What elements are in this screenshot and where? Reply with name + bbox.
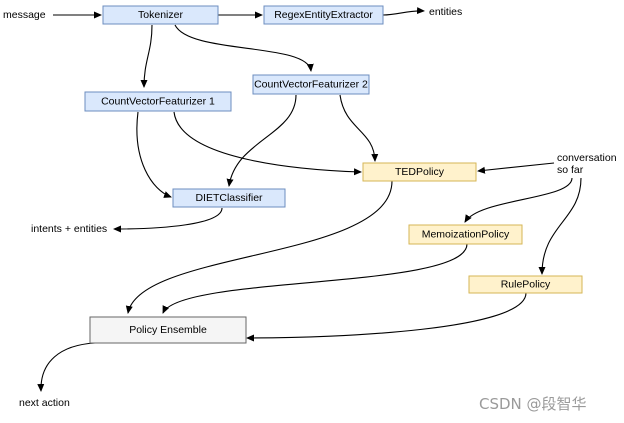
count-vector-featurizer-1-label: CountVectorFeaturizer 1 <box>101 96 215 108</box>
edge-conversation-to-rule <box>538 177 582 275</box>
policy-ensemble-node: Policy Ensemble <box>89 316 247 344</box>
memoization-policy-label: MemoizationPolicy <box>422 229 510 241</box>
count-vector-featurizer-2-label: CountVectorFeaturizer 2 <box>254 79 368 91</box>
csdn-watermark: CSDN @段智华 <box>479 395 587 413</box>
diet-classifier-node: DIETClassifier <box>172 188 286 208</box>
edge-tokenizer-to-cvf1 <box>140 24 153 88</box>
edge-cvf1-to-diet <box>136 111 172 198</box>
edge-memoization-to-ensemble <box>162 243 468 314</box>
tokenizer-label: Tokenizer <box>138 9 183 21</box>
edge-conversation-to-memoization <box>464 177 573 223</box>
memoization-policy-node: MemoizationPolicy <box>408 224 523 245</box>
edge-cvf1-to-ted <box>173 111 362 176</box>
edges <box>37 7 582 392</box>
entities-label: entities <box>429 6 462 18</box>
policy-ensemble-label: Policy Ensemble <box>129 324 207 336</box>
edge-ted-to-ensemble <box>125 180 393 314</box>
ted-policy-node: TEDPolicy <box>362 162 477 182</box>
regex-entity-extractor-node: RegexEntityExtractor <box>263 5 384 25</box>
edge-ensemble-to-next-action <box>37 342 96 392</box>
edge-conversation-to-ted <box>477 162 555 174</box>
message-label: message <box>3 9 46 21</box>
ted-policy-label: TEDPolicy <box>395 166 445 178</box>
count-vector-featurizer-1-node: CountVectorFeaturizer 1 <box>84 91 232 112</box>
edge-rule-to-ensemble <box>246 292 527 342</box>
next-action-label: next action <box>19 397 70 409</box>
tokenizer-node: Tokenizer <box>102 5 219 25</box>
intents-entities-label: intents + entities <box>31 223 107 235</box>
regex-entity-extractor-label: RegexEntityExtractor <box>274 9 373 21</box>
edge-regex-to-entities <box>382 7 425 16</box>
rule-policy-label: RulePolicy <box>501 279 551 291</box>
count-vector-featurizer-2-node: CountVectorFeaturizer 2 <box>252 74 370 95</box>
edge-cvf2-to-ted <box>339 94 379 162</box>
edge-diet-to-intents <box>113 207 223 233</box>
edge-tokenizer-to-cvf2 <box>174 24 314 72</box>
diet-classifier-label: DIETClassifier <box>195 192 263 204</box>
conversation-label-line1: conversation <box>557 152 617 164</box>
edge-cvf2-to-diet <box>226 94 297 187</box>
conversation-label-line2: so far <box>557 164 584 176</box>
rule-policy-node: RulePolicy <box>468 275 583 294</box>
